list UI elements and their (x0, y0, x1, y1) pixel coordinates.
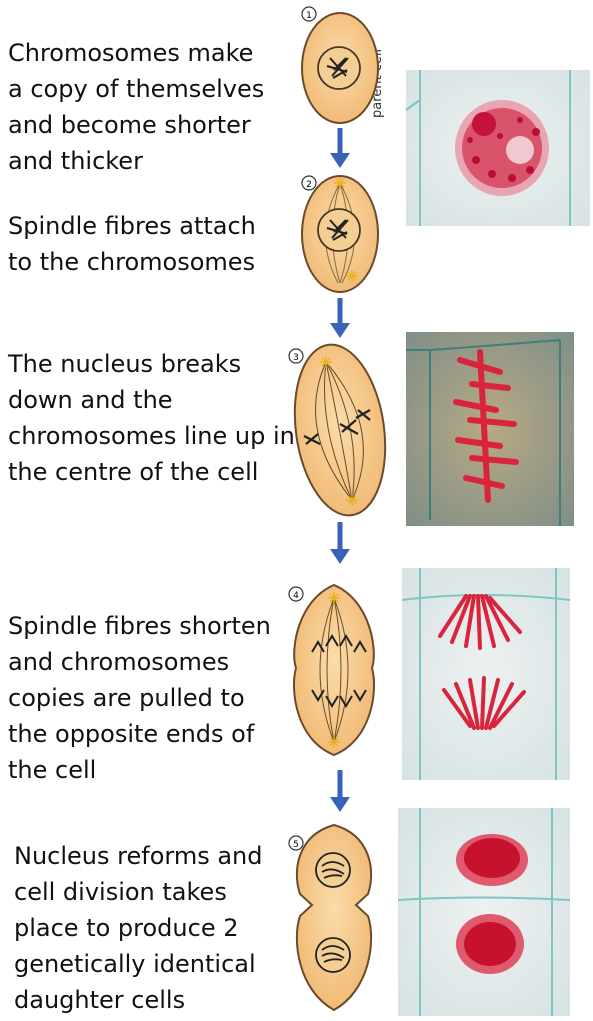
micrograph-metaphase (406, 332, 574, 526)
stage-1-cell: 1 (302, 7, 378, 123)
stage-4-cell: 4 (289, 585, 374, 755)
arrow-3 (330, 522, 350, 564)
micrograph-prophase (406, 70, 590, 226)
micrograph-anaphase (402, 568, 570, 780)
arrow-1 (330, 128, 350, 168)
stage-3-cell: 3 (284, 339, 395, 522)
arrow-2 (330, 298, 350, 338)
stage-3-number: 3 (293, 353, 299, 363)
stage-5-cell: 5 (289, 825, 371, 1010)
arrow-4 (330, 770, 350, 812)
stage-2-cell: 2 (302, 176, 378, 292)
stage-2-number: 2 (306, 180, 312, 190)
micrograph-telophase (398, 808, 570, 1016)
stage-1-number: 1 (306, 11, 312, 21)
stage-5-number: 5 (293, 840, 299, 850)
stage-4-number: 4 (293, 591, 299, 601)
